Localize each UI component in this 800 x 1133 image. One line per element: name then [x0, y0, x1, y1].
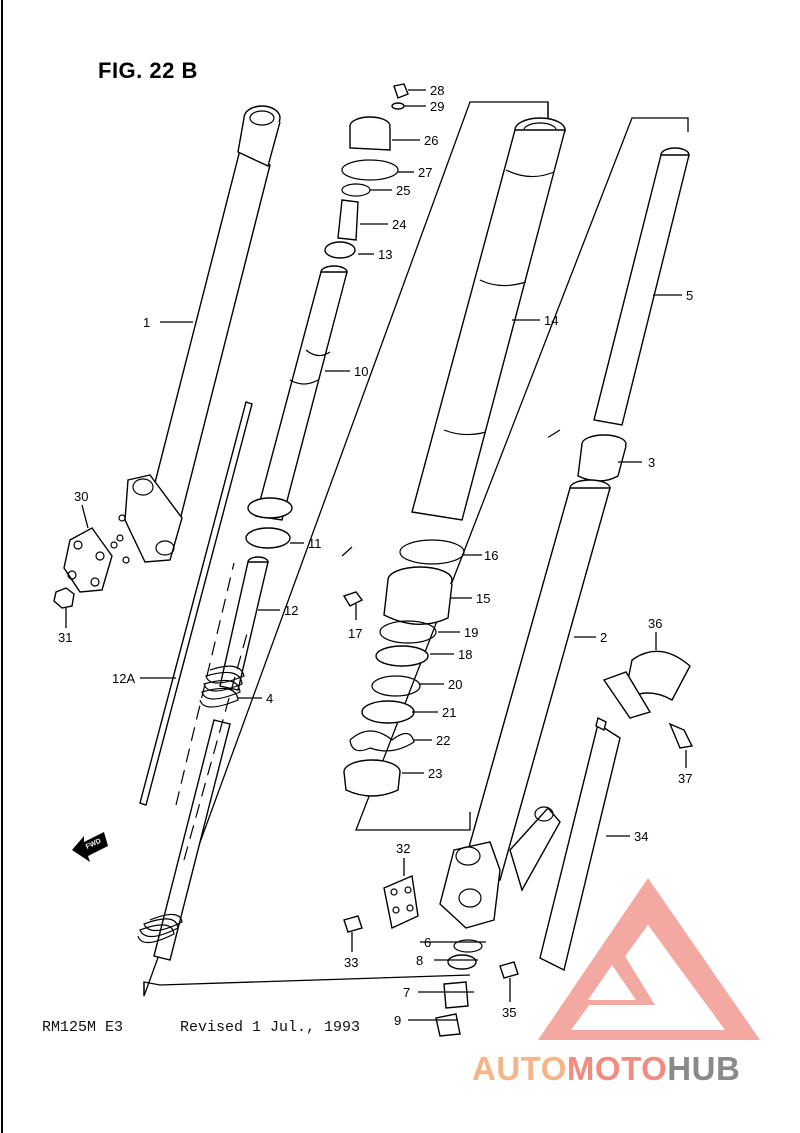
assembly-bracket-right [355, 117, 689, 831]
part-2-outer-lower [439, 479, 611, 929]
part-12-damper-rod-lower [219, 556, 269, 691]
callout-5: 5 [686, 288, 693, 303]
part-18-bushing [375, 645, 429, 667]
fwd-arrow-icon: FWD [72, 832, 108, 862]
part-4-spring [199, 665, 245, 708]
callout-22: 22 [436, 733, 450, 748]
callout-19: 19 [464, 625, 478, 640]
callout-23: 23 [428, 766, 442, 781]
callout-9: 9 [394, 1013, 401, 1028]
part-24-adjuster [337, 199, 359, 241]
part-7-bolt [443, 981, 469, 1009]
part-13-nut [324, 241, 356, 259]
callout-29: 29 [430, 99, 444, 114]
spring-lower-long [137, 719, 231, 961]
part-30-axle-holder [63, 527, 113, 593]
part-21-oil-seal [361, 700, 415, 724]
callout-28: 28 [430, 83, 444, 98]
callout-34: 34 [634, 829, 648, 844]
callout-3: 3 [648, 455, 655, 470]
watermark-logo-icon [538, 878, 760, 1040]
callout-18: 18 [458, 647, 472, 662]
part-29-washer [391, 102, 405, 110]
part-19-ring [379, 620, 437, 644]
part-17-screw [342, 591, 364, 607]
callout-33: 33 [344, 955, 358, 970]
part-32-plate [383, 874, 419, 930]
part-8-washer [447, 954, 477, 970]
part-26-cap-bolt [349, 116, 391, 151]
callout-16: 16 [484, 548, 498, 563]
part-36-clamp [602, 650, 691, 719]
part-11-piston-ring [245, 497, 293, 549]
callout-17: 17 [348, 626, 362, 641]
part-15-guide-bushing [383, 566, 453, 626]
callout-35: 35 [502, 1005, 516, 1020]
part-31-nut [53, 587, 75, 609]
part-33-bolt [343, 915, 363, 933]
part-10-damper-rod [255, 265, 348, 521]
part-1-outer-tube [110, 105, 281, 564]
part-12a-rod [139, 401, 253, 806]
part-16-seal [399, 539, 465, 565]
part-27-o-ring [341, 159, 399, 181]
part-22-stopper-ring [349, 730, 415, 752]
callout-27: 27 [418, 165, 432, 180]
footer-revision: Revised 1 Jul., 1993 [180, 1019, 361, 1036]
callout-labels: 1 2 3 4 5 6 7 8 9 10 11 12 12A 13 14 15 … [58, 83, 693, 1028]
callout-8: 8 [416, 953, 423, 968]
part-6-o-ring [453, 939, 483, 953]
part-37-bolt [668, 722, 694, 749]
callout-14: 14 [544, 313, 558, 328]
part-3-bushing [577, 434, 627, 482]
watermark-hub: HUB [667, 1050, 741, 1087]
part-14-inner-tube [411, 117, 566, 521]
callout-30: 30 [74, 489, 88, 504]
footer-model: RM125M E3 [42, 1019, 124, 1036]
callout-21: 21 [442, 705, 456, 720]
callout-13: 13 [378, 247, 392, 262]
callout-26: 26 [424, 133, 438, 148]
callout-15: 15 [476, 591, 490, 606]
leader-lines [65, 89, 687, 1021]
callout-10: 10 [354, 364, 368, 379]
callout-31: 31 [58, 630, 72, 645]
callout-2: 2 [600, 630, 607, 645]
watermark-moto: MOTO [566, 1050, 668, 1087]
callout-12a: 12A [112, 671, 135, 686]
part-34-guard [539, 716, 621, 972]
callout-1: 1 [143, 315, 150, 330]
part-28-bolt [393, 83, 409, 99]
callout-25: 25 [396, 183, 410, 198]
part-9-cap [435, 1013, 461, 1037]
callout-20: 20 [448, 677, 462, 692]
callout-7: 7 [403, 985, 410, 1000]
assembly-bracket-bottom [143, 974, 471, 996]
callout-12: 12 [284, 603, 298, 618]
part-23-dust-seal [343, 759, 401, 797]
callout-37: 37 [678, 771, 692, 786]
callout-4: 4 [266, 691, 273, 706]
part-20-washer [371, 675, 421, 697]
center-guides [175, 429, 561, 861]
callout-11: 11 [308, 536, 322, 551]
callout-6: 6 [424, 935, 431, 950]
callout-24: 24 [392, 217, 406, 232]
callout-32: 32 [396, 841, 410, 856]
part-35-bolt [499, 961, 519, 979]
part-5-fork-tube [593, 147, 690, 426]
watermark-text: AUTOMOTOHUB [472, 1050, 740, 1088]
part-25-washer [341, 183, 371, 197]
figure-title: FIG. 22 B [98, 58, 198, 83]
watermark-auto: AUTO [472, 1050, 567, 1087]
callout-36: 36 [648, 616, 662, 631]
